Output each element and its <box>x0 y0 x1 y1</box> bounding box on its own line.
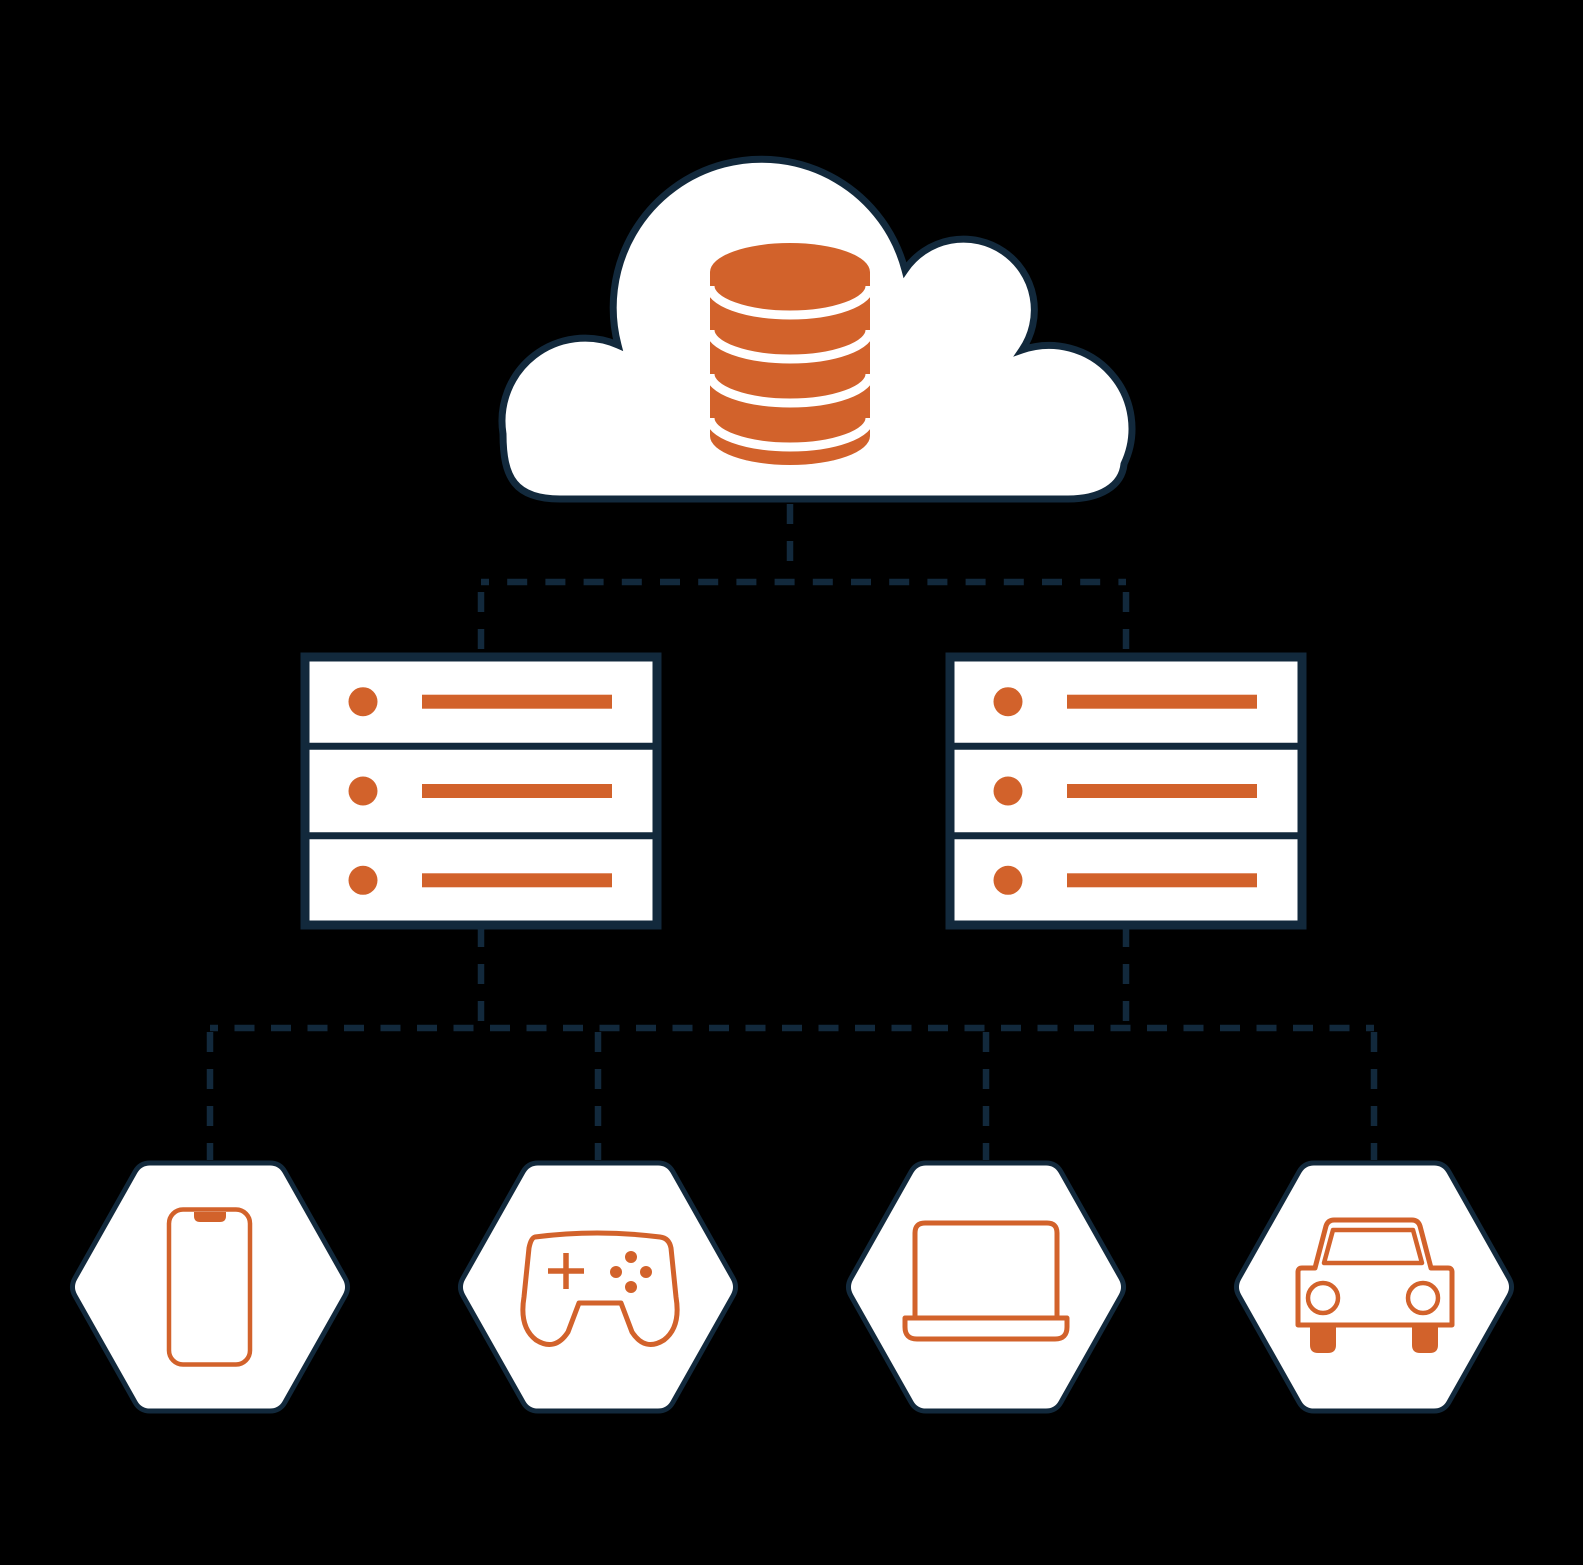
game-controller-icon <box>520 1230 680 1347</box>
database-separator-1 <box>705 285 875 320</box>
laptop-icon <box>902 1220 1070 1342</box>
device-node-laptop <box>848 1163 1123 1411</box>
database-icon <box>705 243 875 465</box>
database-separator-4 <box>705 417 875 452</box>
car-icon <box>1295 1217 1455 1353</box>
server-node-left <box>305 657 657 925</box>
database-separator-2 <box>705 329 875 364</box>
server-node-right <box>950 657 1302 925</box>
smartphone-icon <box>166 1207 253 1367</box>
database-silhouette <box>710 243 870 465</box>
connectors <box>206 504 1378 1160</box>
device-node-smartphone <box>72 1163 347 1411</box>
device-node-car <box>1236 1163 1511 1411</box>
device-node-game-controller <box>460 1163 735 1411</box>
database-separator-3 <box>705 373 875 408</box>
cloud-database-node <box>498 155 1136 503</box>
